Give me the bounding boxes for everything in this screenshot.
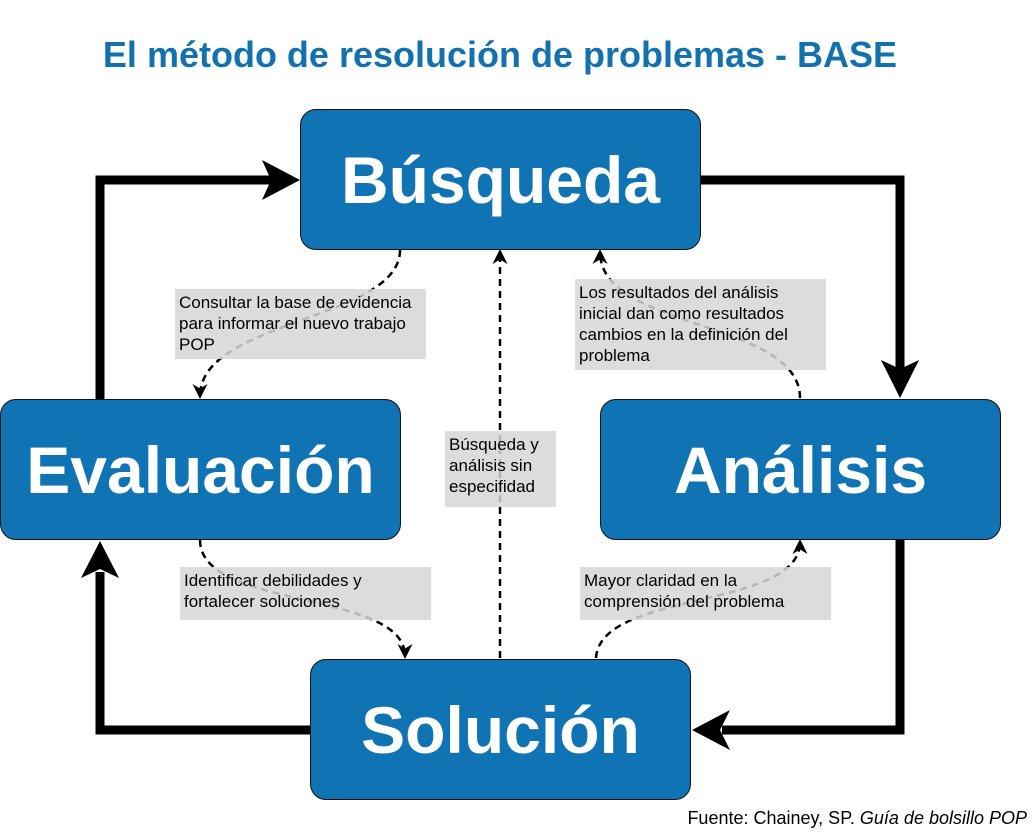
stage-busqueda: Búsqueda [300, 109, 701, 250]
dashed-analisis-to-busqueda [592, 249, 802, 399]
note-busqueda-to-evaluacion: Consultar la base de evidencia para info… [175, 289, 426, 359]
arrow-analisis-to-solucion [722, 540, 905, 735]
arrowhead-left [692, 710, 730, 750]
arrow-evaluacion-to-busqueda [95, 175, 272, 400]
cycle-arrows [95, 175, 905, 735]
note-center: Búsqueda y análisis sin especifidad [445, 431, 556, 507]
page-title: El método de resolución de problemas - B… [102, 34, 898, 75]
arrow-busqueda-to-analisis [700, 175, 905, 372]
stage-evaluacion: Evaluación [0, 399, 401, 540]
stage-analisis: Análisis [600, 399, 1001, 540]
note-solucion-to-analisis: Mayor claridad en la comprensión del pro… [580, 567, 831, 620]
note-analisis-to-busqueda: Los resultados del análisis inicial dan … [575, 279, 826, 370]
arrowhead-up [81, 541, 119, 578]
arrowhead-down [881, 360, 919, 398]
arrowhead-right [262, 160, 300, 200]
source-prefix: Fuente: Chainey, SP. [687, 808, 855, 828]
cycle-arrowheads [81, 160, 919, 750]
note-evaluacion-to-solucion: Identificar debilidades y fortalecer sol… [180, 567, 431, 620]
source-work: Guía de bolsillo POP [859, 808, 1027, 828]
source-citation: Fuente: Chainey, SP. Guía de bolsillo PO… [687, 808, 1027, 829]
dashed-busqueda-to-evaluacion [192, 249, 402, 399]
arrow-solucion-to-evaluacion [95, 572, 310, 735]
stage-solucion: Solución [310, 659, 691, 800]
